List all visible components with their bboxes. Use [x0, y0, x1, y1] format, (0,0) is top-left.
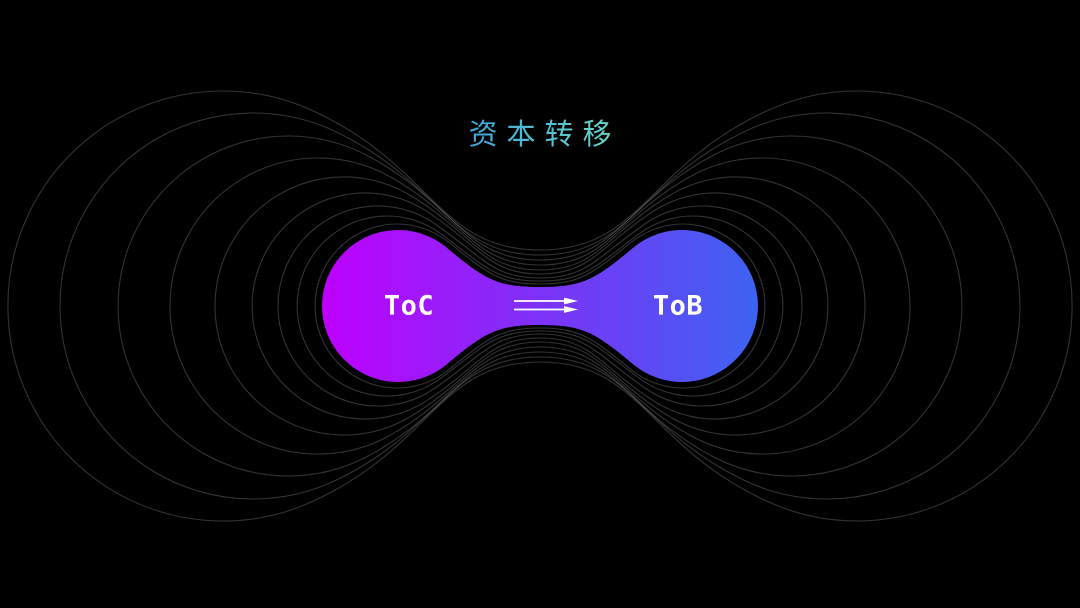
contour-line: [214, 176, 866, 436]
contour-line: [277, 205, 803, 407]
contour-line: [7, 90, 1073, 522]
contour-line: [296, 215, 784, 397]
dumbbell-shape: [322, 230, 758, 382]
page-title: 资本转移: [459, 111, 620, 153]
toc-node-label: ToC: [383, 290, 435, 322]
contour-line: [117, 135, 963, 477]
contour-line: [59, 112, 1021, 500]
contour-line: [169, 157, 911, 455]
contour-line: [251, 192, 829, 420]
double-right-arrow-icon: [514, 297, 578, 313]
contour-line: [314, 223, 766, 389]
tob-node-label: ToB: [652, 290, 704, 322]
